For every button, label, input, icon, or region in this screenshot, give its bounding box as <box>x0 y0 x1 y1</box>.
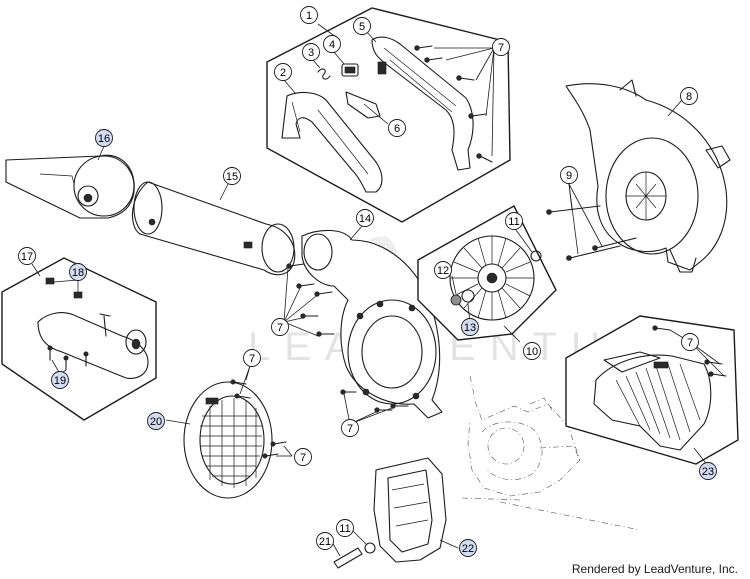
callout-7-shroud: 7 <box>681 333 699 351</box>
svg-text:20: 20 <box>150 416 162 428</box>
callout-8: 8 <box>680 87 698 105</box>
shroud-screws <box>652 325 727 377</box>
part-left-handle <box>281 91 383 193</box>
callout-7-fanhousing: 7 <box>271 318 289 336</box>
svg-text:14: 14 <box>359 213 371 225</box>
callout-23: 23 <box>699 462 717 480</box>
svg-text:6: 6 <box>394 123 400 135</box>
part-clip-18b <box>73 291 83 299</box>
callout-14: 14 <box>356 209 374 227</box>
shroud-group <box>565 315 739 465</box>
fan-housing-screws <box>286 263 409 413</box>
callout-22: 22 <box>459 539 477 557</box>
svg-text:12: 12 <box>437 265 449 277</box>
callout-9: 9 <box>560 166 578 184</box>
svg-text:21: 21 <box>319 536 331 548</box>
pin-and-washer <box>333 542 376 569</box>
callout-16: 16 <box>95 129 113 147</box>
part-washer-11b <box>364 542 376 554</box>
callout-13: 13 <box>461 318 479 336</box>
svg-text:8: 8 <box>686 91 692 103</box>
callout-7-lower: 7 <box>341 419 359 437</box>
svg-text:22: 22 <box>462 543 474 555</box>
svg-text:5: 5 <box>359 21 365 33</box>
callout-11-fan: 11 <box>505 212 523 230</box>
part-spring <box>317 68 331 80</box>
part-right-handle <box>371 36 474 171</box>
callout-6: 6 <box>388 119 406 137</box>
callout-12: 12 <box>434 261 452 279</box>
blower-tube <box>131 181 296 276</box>
fan-group <box>417 205 557 341</box>
callout-2: 2 <box>274 63 292 81</box>
svg-text:7: 7 <box>300 452 306 464</box>
svg-text:3: 3 <box>308 47 314 59</box>
svg-text:18: 18 <box>72 267 84 279</box>
svg-text:7: 7 <box>687 337 693 349</box>
callout-18: 18 <box>69 263 87 281</box>
callout-1: 1 <box>300 6 318 24</box>
svg-text:13: 13 <box>464 322 476 334</box>
svg-text:16: 16 <box>98 133 110 145</box>
footer-credit: Rendered by LeadVenture, Inc. <box>571 562 738 576</box>
part-fan-nut <box>450 294 462 306</box>
svg-text:19: 19 <box>54 375 66 387</box>
accessory-group <box>1 257 157 421</box>
callout-21: 21 <box>316 532 334 550</box>
svg-text:7: 7 <box>249 353 255 365</box>
part-clip-18a <box>45 277 55 285</box>
callout-20: 20 <box>147 412 165 430</box>
callout-10: 10 <box>523 342 541 360</box>
handle-screws <box>414 45 493 163</box>
callout-15: 15 <box>223 167 241 185</box>
handle-assembly-group <box>266 7 511 223</box>
group-box-handle <box>266 7 511 223</box>
svg-text:15: 15 <box>226 171 238 183</box>
part-fan-impeller <box>449 235 535 321</box>
callout-11-pin: 11 <box>336 519 354 537</box>
svg-text:7: 7 <box>347 423 353 435</box>
callout-7-handle: 7 <box>492 38 510 56</box>
callout-4: 4 <box>323 35 341 53</box>
callout-7-guard-side: 7 <box>294 448 312 466</box>
part-shroud <box>593 354 712 451</box>
callout-19: 19 <box>51 371 69 389</box>
svg-text:17: 17 <box>21 251 33 263</box>
callout-5: 5 <box>353 17 371 35</box>
svg-text:23: 23 <box>702 466 714 478</box>
callout-17: 17 <box>18 247 36 265</box>
svg-text:10: 10 <box>526 346 538 358</box>
svg-text:7: 7 <box>277 322 283 334</box>
blower-housing <box>565 79 731 273</box>
svg-text:11: 11 <box>339 523 350 535</box>
part-pin-21 <box>333 547 363 569</box>
part-fan-washer <box>461 289 475 303</box>
callout-7-guard-top: 7 <box>243 349 261 367</box>
guard-screws <box>230 379 287 459</box>
svg-text:2: 2 <box>280 67 286 79</box>
engine-phantom <box>461 375 641 531</box>
callout-3: 3 <box>302 43 320 61</box>
housing-screws <box>546 205 637 261</box>
svg-text:11: 11 <box>508 216 519 228</box>
part-trigger <box>345 91 381 119</box>
svg-text:1: 1 <box>306 10 312 22</box>
fan-housing <box>301 229 443 419</box>
part-washer-11 <box>530 250 542 262</box>
svg-text:9: 9 <box>566 170 572 182</box>
svg-text:7: 7 <box>498 42 504 54</box>
engine-cover <box>373 457 447 563</box>
svg-text:7: 7 <box>300 452 306 464</box>
blower-nozzle <box>5 154 135 219</box>
svg-text:4: 4 <box>329 39 335 51</box>
intake-guard <box>183 381 273 499</box>
